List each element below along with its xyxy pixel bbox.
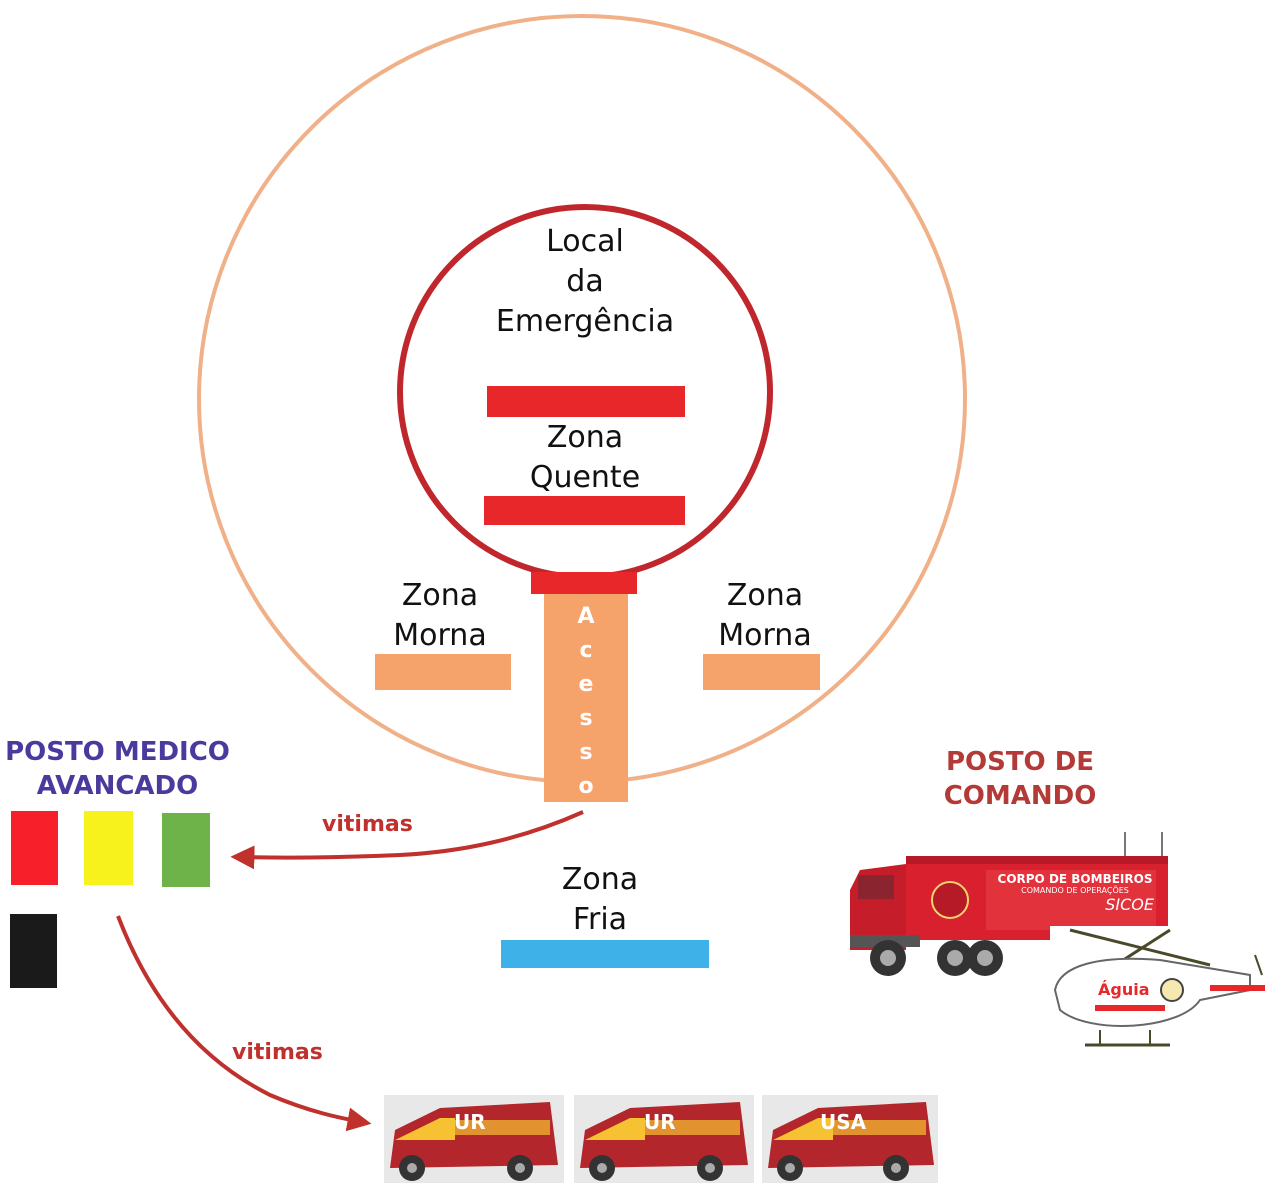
hot-zone-label-line2: Quente: [529, 460, 641, 495]
cold-zone-line1: Zona: [561, 862, 639, 897]
warm-zone-left-label: Zona Morna: [360, 576, 520, 656]
command-post-title: POSTO DE COMANDO: [930, 745, 1110, 813]
access-corridor: [544, 594, 628, 802]
access-letter: A: [577, 604, 595, 629]
warm-zone-left-line2: Morna: [393, 618, 487, 653]
warm-zone-left-line1: Zona: [401, 578, 479, 613]
local-label: Local da Emergência: [480, 222, 690, 342]
warm-zone-bar-left: [375, 654, 511, 690]
warm-zone-right-line2: Morna: [718, 618, 812, 653]
warm-zone-right-label: Zona Morna: [685, 576, 845, 656]
triage-black-square: [10, 914, 57, 988]
ambulance-label-2: UR: [644, 1110, 676, 1134]
medical-post-title-line1: POSTO MEDICO: [5, 737, 230, 767]
ambulance-icon-1: [384, 1095, 564, 1183]
truck-text-line3: SICOE: [1105, 895, 1154, 914]
ambulance-label-1: UR: [454, 1110, 486, 1134]
victims-arrow-label-1: vitimas: [322, 812, 413, 837]
ambulance-icon-3: [762, 1095, 938, 1183]
helicopter-label: Águia: [1098, 980, 1150, 999]
command-post-title-line1: POSTO DE: [945, 747, 1095, 777]
triage-green-square: [162, 813, 210, 887]
access-gate: [531, 572, 637, 594]
access-letter: o: [578, 774, 594, 799]
access-letter: e: [578, 672, 594, 697]
victims-arrow-to-medical-post: [230, 810, 584, 870]
local-label-line2: da: [566, 264, 604, 299]
medical-post-title: POSTO MEDICO AVANCADO: [0, 735, 235, 803]
warm-zone-right-line1: Zona: [726, 578, 804, 613]
triage-yellow-square: [84, 811, 133, 885]
command-truck-icon: [850, 832, 1168, 976]
access-letter: s: [579, 740, 593, 765]
hot-zone-bar-top: [487, 386, 685, 417]
ambulance-label-3: USA: [820, 1110, 867, 1134]
local-label-line3: Emergência: [495, 304, 675, 339]
hot-zone-bar-bottom: [484, 496, 685, 525]
warm-zone-bar-right: [703, 654, 820, 690]
access-letter: c: [579, 638, 593, 663]
helicopter-icon: [1050, 926, 1267, 1050]
cold-zone-label: Zona Fria: [520, 860, 680, 940]
truck-text-line2: COMANDO DE OPERAÇÕES: [1021, 886, 1129, 895]
victims-arrow-to-ambulances: [116, 915, 372, 1132]
triage-red-square: [11, 811, 58, 885]
cold-zone-line2: Fria: [572, 902, 628, 937]
truck-text: CORPO DE BOMBEIROS COMANDO DE OPERAÇÕES …: [990, 872, 1160, 914]
medical-post-title-line2: AVANCADO: [36, 771, 199, 801]
access-label: A c e s s o: [544, 600, 628, 804]
victims-arrow-label-2: vitimas: [232, 1040, 323, 1065]
truck-text-line1: CORPO DE BOMBEIROS: [997, 872, 1153, 886]
local-label-line1: Local: [546, 224, 624, 259]
hot-zone-label-line1: Zona: [546, 420, 624, 455]
ambulance-icon-2: [574, 1095, 754, 1183]
command-post-title-line2: COMANDO: [943, 781, 1097, 811]
access-letter: s: [579, 706, 593, 731]
hot-zone-label: Zona Quente: [485, 418, 685, 498]
cold-zone-bar: [501, 940, 709, 968]
